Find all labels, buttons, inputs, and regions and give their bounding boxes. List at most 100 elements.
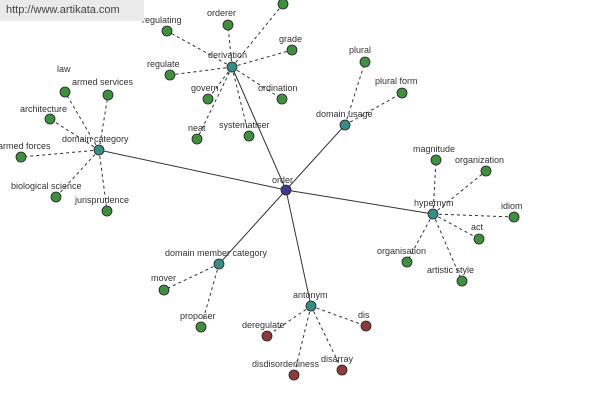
label-domain-member-category: domain member category	[165, 248, 268, 258]
label-systematiser: systematiser	[219, 120, 270, 130]
label-order: order	[272, 175, 293, 185]
node-plural[interactable]	[359, 56, 371, 68]
edge-hypernym-act	[432, 213, 480, 240]
edge-domain-category-biological-science	[55, 149, 100, 198]
label-dis: dis	[358, 310, 370, 320]
node-ordination[interactable]	[276, 93, 288, 105]
label-domain-usage: domain usage	[316, 109, 373, 119]
edge-derivation-orderer	[227, 24, 233, 68]
node-hypernym[interactable]	[427, 208, 439, 220]
node-law[interactable]	[59, 86, 71, 98]
node-systematiser[interactable]	[243, 130, 255, 142]
node-architecture[interactable]	[44, 113, 56, 125]
label-armed-services: armed services	[72, 77, 134, 87]
edge-domain-usage-plural	[344, 61, 366, 126]
label-regulating: regulating	[142, 15, 182, 25]
label-architecture: architecture	[20, 104, 67, 114]
node-regulating[interactable]	[161, 25, 173, 37]
node-orderer[interactable]	[222, 19, 234, 31]
label-domain-category: domain category	[62, 134, 129, 144]
node-regulate[interactable]	[164, 69, 176, 81]
edge-domain-usage-plural-form	[344, 92, 403, 126]
node-idiom[interactable]	[508, 211, 520, 223]
label-biological-science: biological science	[11, 181, 82, 191]
edge-derivation-regulating	[166, 30, 233, 68]
node-proposer[interactable]	[195, 321, 207, 333]
node-domain-category[interactable]	[93, 144, 105, 156]
edge-hypernym-organization	[432, 170, 487, 215]
edge-order-domain-usage	[285, 124, 346, 191]
label-deregulate: deregulate	[242, 320, 285, 330]
edge-order-antonym	[285, 189, 312, 307]
label-plural-form: plural form	[375, 76, 418, 86]
label-ordination: ordination	[258, 83, 298, 93]
node-deregulate[interactable]	[261, 330, 273, 342]
node-antonym[interactable]	[305, 300, 317, 312]
label-organization: organization	[455, 155, 504, 165]
edge-derivation-ordination	[231, 66, 283, 100]
edge-domain-category-jurisprudence	[98, 149, 108, 212]
edge-order-derivation	[231, 66, 287, 191]
node-artistic-style[interactable]	[456, 275, 468, 287]
node-jurisprudence[interactable]	[101, 205, 113, 217]
edge-antonym-dis	[310, 305, 367, 327]
edge-domain-category-law	[64, 91, 100, 151]
node-magnitude[interactable]	[430, 154, 442, 166]
label-regulate: regulate	[147, 59, 180, 69]
node-plural-form[interactable]	[396, 87, 408, 99]
node-organisation[interactable]	[401, 256, 413, 268]
edge-order-domain-category	[98, 149, 287, 191]
label-organisation: organisation	[377, 246, 426, 256]
node-act[interactable]	[473, 233, 485, 245]
node-d-top[interactable]	[277, 0, 289, 10]
label-derivation: derivation	[208, 50, 247, 60]
edge-domain-member-category-mover	[163, 263, 220, 291]
label-idiom: idiom	[501, 201, 523, 211]
edge-derivation-neat	[196, 66, 233, 140]
label-antonym: antonym	[293, 290, 328, 300]
label-mover: mover	[151, 273, 176, 283]
watermark-url: http://www.artikata.com	[0, 0, 144, 21]
node-disdisorderliness[interactable]	[288, 369, 300, 381]
edge-hypernym-artistic-style	[432, 213, 463, 282]
edge-order-hypernym	[285, 189, 434, 215]
node-neat[interactable]	[191, 133, 203, 145]
edge-domain-category-architecture	[49, 118, 100, 151]
node-domain-member-category[interactable]	[213, 258, 225, 270]
node-armed-forces[interactable]	[15, 151, 27, 163]
node-govern[interactable]	[202, 93, 214, 105]
label-jurisprudence: jurisprudence	[74, 195, 129, 205]
edge-derivation-grade	[231, 49, 293, 68]
label-act: act	[471, 222, 484, 232]
node-dis[interactable]	[360, 320, 372, 332]
edge-domain-member-category-proposer	[200, 263, 220, 328]
node-derivation[interactable]	[226, 61, 238, 73]
node-organization[interactable]	[480, 165, 492, 177]
edge-antonym-deregulate	[266, 305, 312, 337]
node-disarray[interactable]	[336, 364, 348, 376]
node-armed-services[interactable]	[102, 89, 114, 101]
label-govern: govern	[191, 83, 219, 93]
edge-domain-category-armed-forces	[20, 149, 100, 158]
label-armed-forces: armed forces	[0, 141, 51, 151]
label-proposer: proposer	[180, 311, 216, 321]
node-order[interactable]	[280, 184, 292, 196]
label-magnitude: magnitude	[413, 144, 455, 154]
label-orderer: orderer	[207, 8, 236, 18]
edge-derivation-regulate	[169, 66, 233, 76]
label-artistic-style: artistic style	[427, 265, 474, 275]
edge-hypernym-idiom	[432, 213, 515, 218]
edge-derivation-govern	[207, 66, 233, 100]
node-mover[interactable]	[158, 284, 170, 296]
label-plural: plural	[349, 45, 371, 55]
node-grade[interactable]	[286, 44, 298, 56]
node-biological-science[interactable]	[50, 191, 62, 203]
edge-derivation-d-top	[231, 3, 284, 68]
label-neat: neat	[188, 123, 206, 133]
edge-order-domain-member-category	[218, 189, 287, 265]
label-hypernym: hypernym	[414, 198, 454, 208]
label-disarray: disarray	[321, 354, 354, 364]
node-domain-usage[interactable]	[339, 119, 351, 131]
